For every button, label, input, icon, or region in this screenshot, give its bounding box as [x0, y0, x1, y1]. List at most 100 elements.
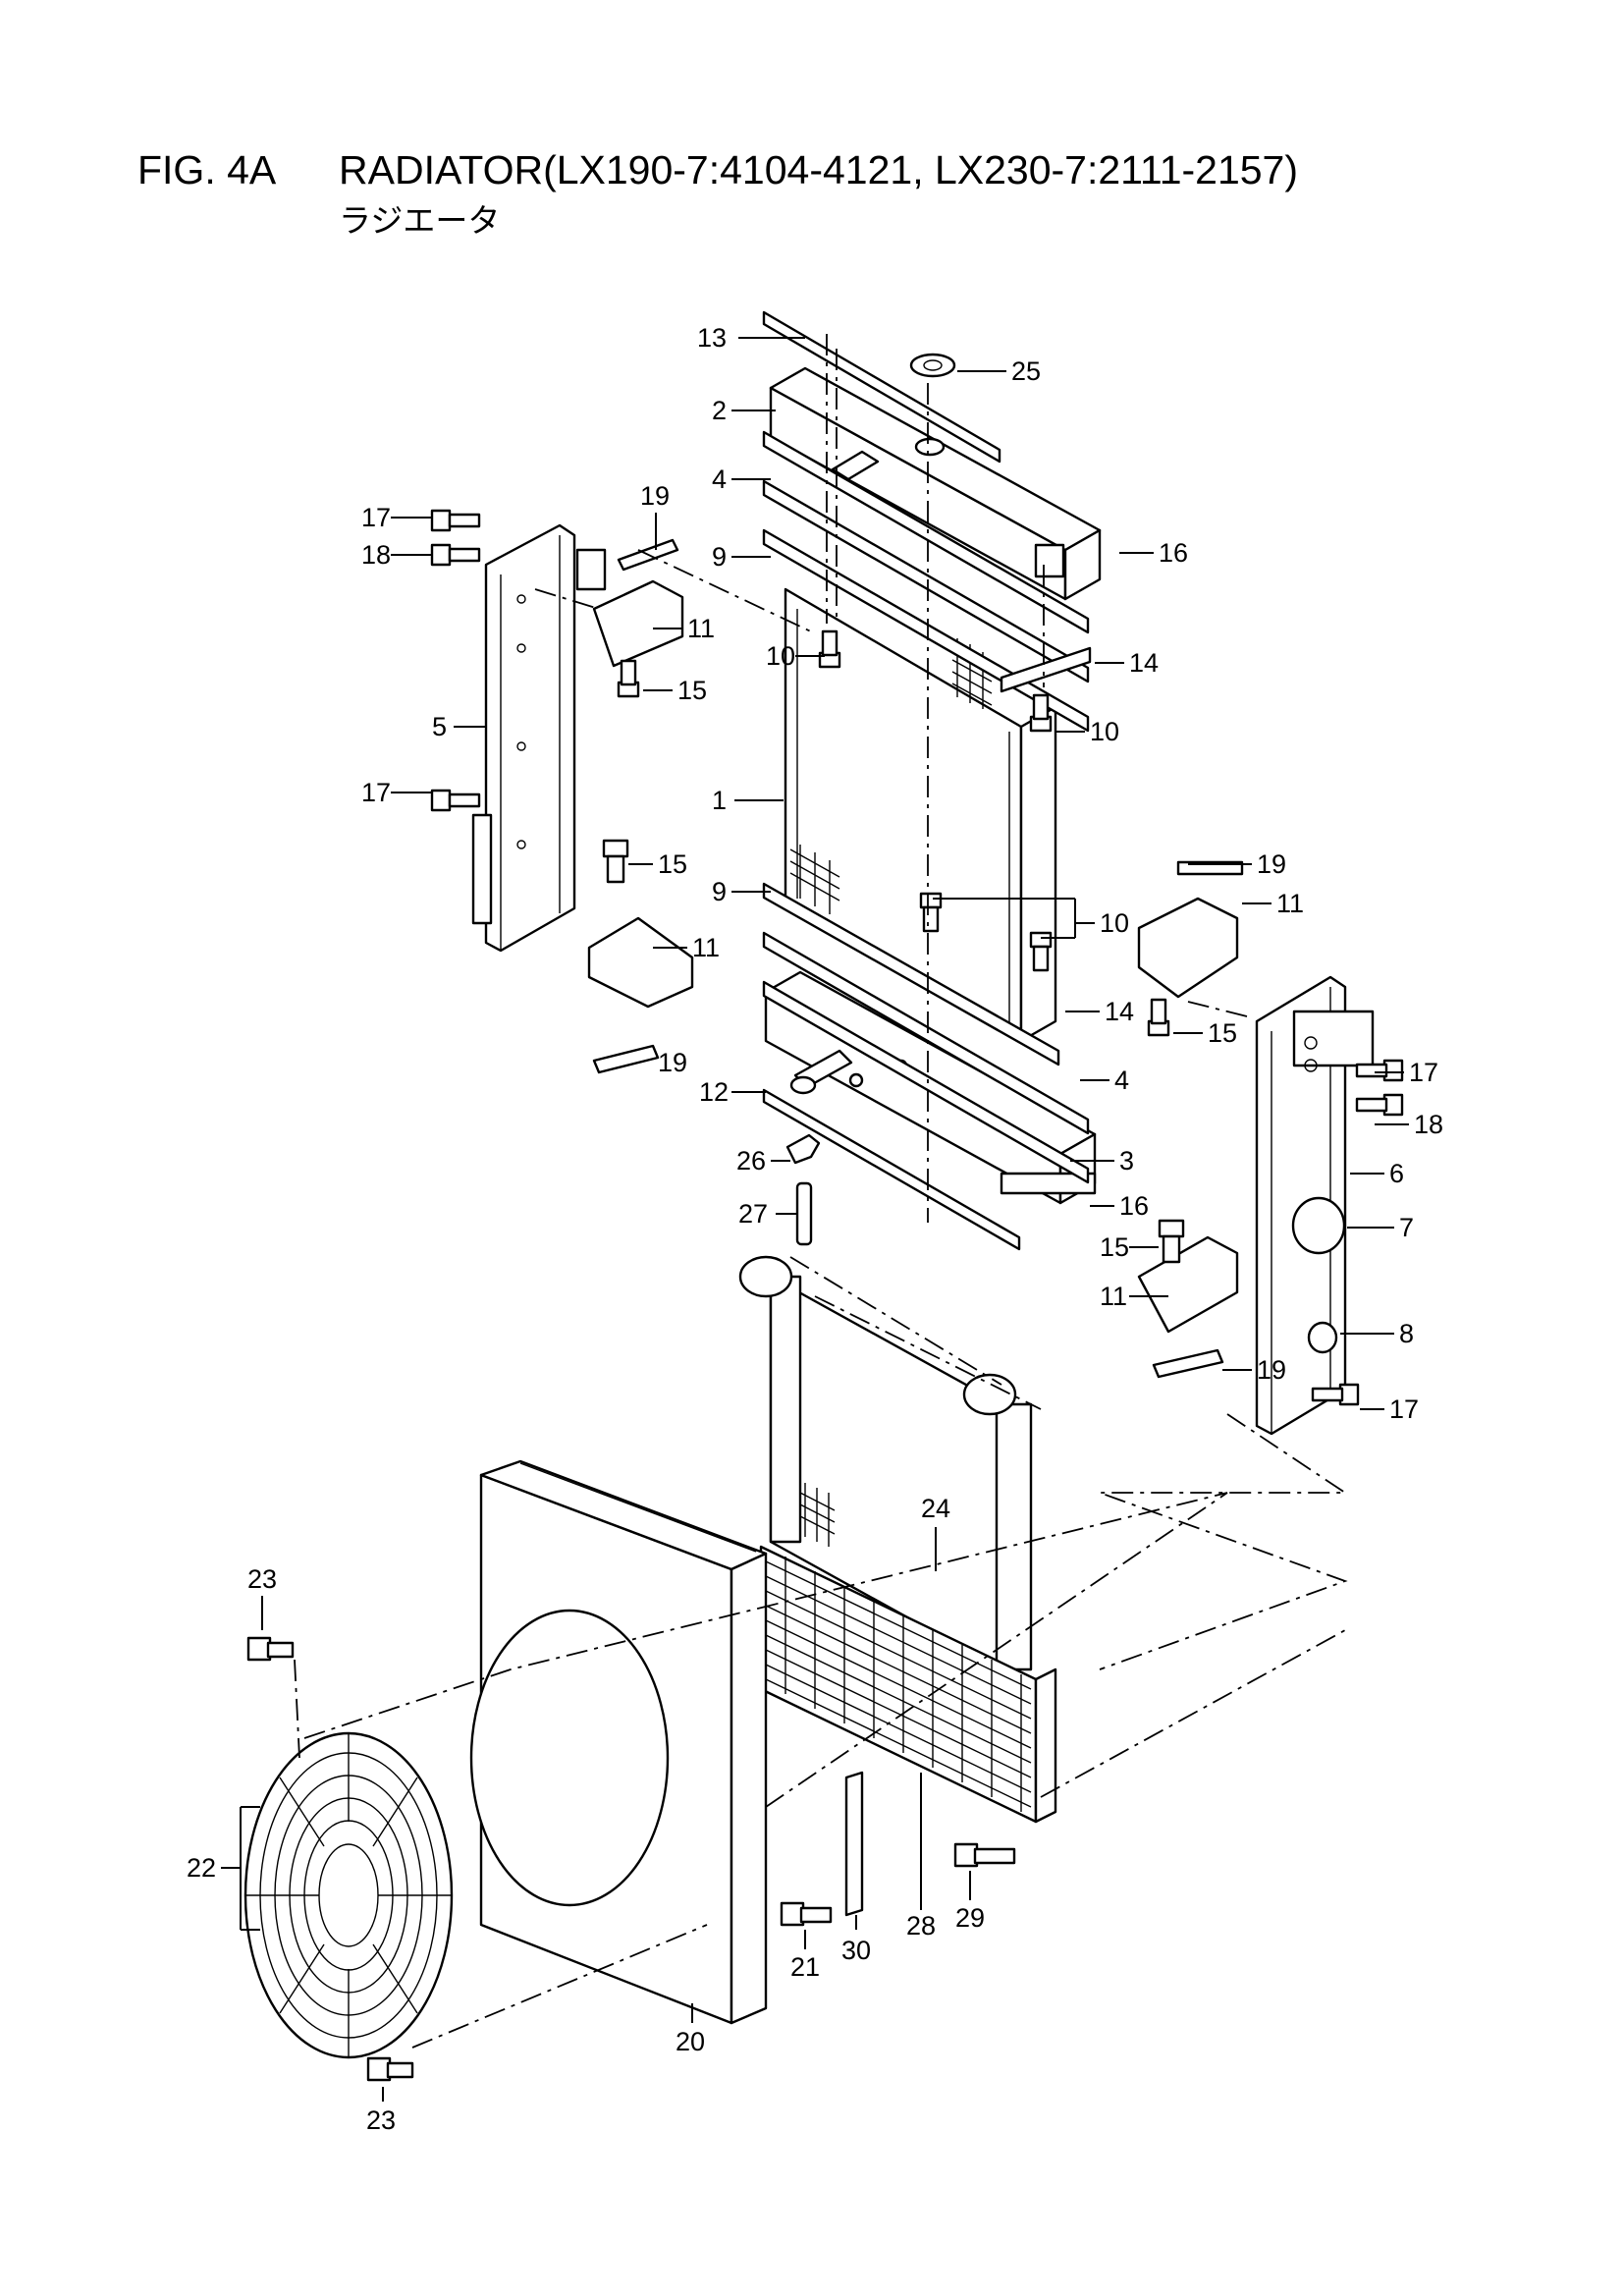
callout-28: 28 [906, 1773, 936, 1941]
callout-2: 2 [712, 396, 776, 425]
top-strip-13 [762, 310, 1001, 464]
figure-title: RADIATOR(LX190-7:4104-4121, LX230-7:2111… [339, 147, 1299, 192]
callout-11a: 11 [653, 614, 715, 643]
svg-text:15: 15 [1208, 1018, 1237, 1048]
svg-text:19: 19 [1257, 849, 1286, 879]
svg-text:17: 17 [361, 503, 391, 532]
callout-8: 8 [1340, 1319, 1414, 1348]
plate-9-lower [762, 882, 1060, 1066]
packing-4-lower [762, 931, 1090, 1135]
svg-text:10: 10 [1090, 717, 1119, 746]
svg-text:11: 11 [692, 933, 720, 962]
callout-20: 20 [676, 2003, 705, 2056]
packing-4-upper [762, 430, 1090, 634]
callout-10a: 10 [766, 641, 825, 671]
callout-17b: 17 [361, 778, 432, 807]
callout-27: 27 [738, 1199, 797, 1229]
callout-15c: 15 [1173, 1018, 1237, 1048]
svg-text:22: 22 [187, 1853, 216, 1883]
svg-text:17: 17 [1389, 1394, 1419, 1424]
callouts: 13 25 2 4 19 17 18 9 16 11 10 14 15 10 5… [187, 323, 1443, 2135]
callout-30: 30 [841, 1915, 871, 1965]
svg-text:1: 1 [712, 786, 727, 815]
callout-11d: 11 [1100, 1282, 1168, 1311]
svg-text:15: 15 [1100, 1232, 1129, 1262]
spacers [592, 538, 1244, 1379]
figure-number: FIG. 4A [137, 147, 277, 192]
callout-23b: 23 [366, 2087, 396, 2135]
callout-1: 1 [712, 786, 784, 815]
svg-text:25: 25 [1011, 356, 1041, 386]
svg-text:16: 16 [1119, 1191, 1149, 1221]
svg-text:13: 13 [697, 323, 727, 353]
assembly-lines [294, 334, 1348, 2049]
callout-11c: 11 [653, 933, 720, 962]
svg-text:5: 5 [432, 712, 447, 741]
radiator-cap [909, 353, 956, 378]
svg-text:14: 14 [1129, 648, 1159, 678]
callout-21: 21 [790, 1930, 820, 1982]
callout-6: 6 [1350, 1159, 1404, 1188]
svg-text:12: 12 [699, 1077, 729, 1107]
svg-text:15: 15 [658, 849, 687, 879]
fan-shroud [469, 1459, 768, 2025]
svg-text:19: 19 [640, 481, 670, 511]
callout-16a: 16 [1119, 538, 1188, 568]
svg-text:21: 21 [790, 1952, 820, 1982]
plate-14-lower [762, 980, 1090, 1184]
callout-22: 22 [187, 1806, 260, 1931]
callout-15b: 15 [628, 849, 687, 879]
callout-7: 7 [1347, 1213, 1414, 1242]
callout-13: 13 [697, 323, 805, 353]
svg-text:26: 26 [736, 1146, 766, 1175]
callout-11b: 11 [1242, 889, 1304, 918]
callout-5: 5 [432, 712, 486, 741]
callout-10b: 10 [1055, 717, 1119, 746]
callout-18b: 18 [1375, 1110, 1443, 1139]
svg-text:2: 2 [712, 396, 727, 425]
svg-text:28: 28 [906, 1911, 936, 1941]
callout-9a: 9 [712, 542, 771, 572]
svg-text:19: 19 [658, 1048, 687, 1077]
svg-text:17: 17 [361, 778, 391, 807]
spacer-strip [844, 1771, 864, 1917]
callout-12: 12 [699, 1077, 766, 1107]
svg-text:6: 6 [1389, 1159, 1404, 1188]
callout-15d: 15 [1100, 1232, 1159, 1262]
svg-text:16: 16 [1159, 538, 1188, 568]
callout-23a: 23 [247, 1564, 277, 1630]
svg-text:7: 7 [1399, 1213, 1414, 1242]
callout-17c: 17 [1375, 1058, 1438, 1087]
svg-text:15: 15 [677, 676, 707, 705]
callout-4a: 4 [712, 465, 771, 494]
callout-18a: 18 [361, 540, 432, 570]
plate-14-upper [1000, 646, 1092, 693]
drain-cock [785, 1133, 821, 1246]
callout-19d: 19 [1222, 1355, 1286, 1385]
stay-brackets [587, 579, 1239, 1334]
figure-subtitle-jp: ラジエータ [339, 202, 501, 239]
foam-pads [1291, 1196, 1346, 1354]
bolts [246, 509, 1404, 2082]
svg-text:23: 23 [366, 2105, 396, 2135]
strip-plates [762, 310, 1092, 1251]
bottom-strip-12 [762, 1088, 1021, 1251]
callout-4b: 4 [1080, 1066, 1129, 1095]
callout-19c: 19 [658, 1048, 687, 1077]
svg-text:19: 19 [1257, 1355, 1286, 1385]
svg-text:10: 10 [1100, 908, 1129, 938]
svg-text:9: 9 [712, 542, 727, 572]
svg-text:29: 29 [955, 1903, 985, 1933]
svg-text:4: 4 [712, 465, 727, 494]
callout-17a: 17 [361, 503, 432, 532]
callout-15a: 15 [643, 676, 707, 705]
svg-text:17: 17 [1409, 1058, 1438, 1087]
callout-14a: 14 [1095, 648, 1159, 678]
svg-text:14: 14 [1105, 997, 1134, 1026]
svg-text:11: 11 [1100, 1282, 1127, 1311]
svg-text:3: 3 [1119, 1146, 1134, 1175]
callout-9b: 9 [712, 877, 771, 906]
svg-text:10: 10 [766, 641, 795, 671]
callout-26: 26 [736, 1146, 790, 1175]
